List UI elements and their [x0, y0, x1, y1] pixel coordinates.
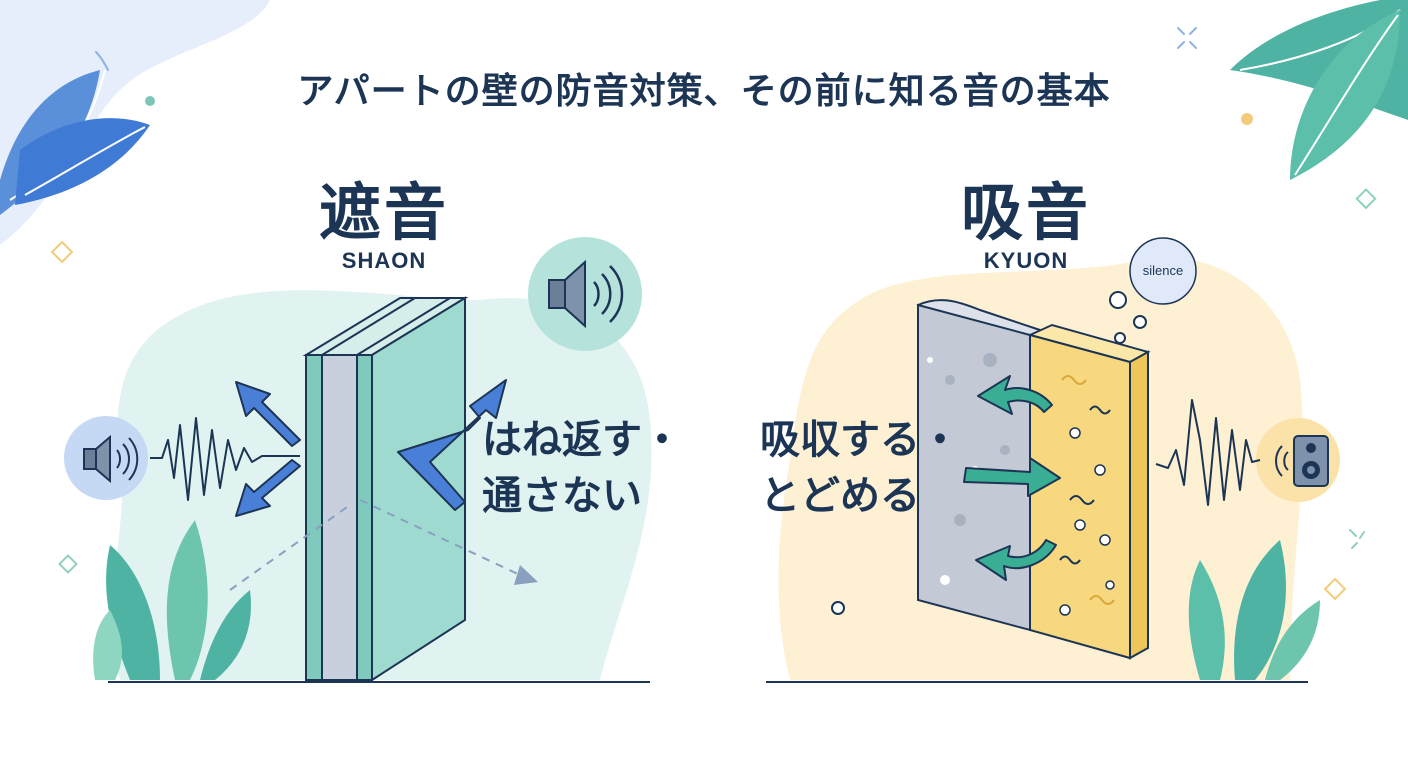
sparkle-icon	[1349, 529, 1365, 549]
absorber-sponge-layer	[1027, 323, 1151, 660]
leaf-icon	[93, 520, 251, 680]
leaf-icon	[0, 69, 150, 215]
sound-insulation-wall	[302, 296, 469, 682]
silence-bubble	[1129, 237, 1197, 305]
corner-blob-top-left	[0, 0, 270, 245]
diamond-icon	[58, 554, 78, 574]
reflect-arrow	[235, 381, 301, 517]
outgoing-sound-wave	[1155, 399, 1261, 506]
leaf-icon	[1230, 0, 1408, 180]
silence-label: silence	[1142, 263, 1184, 278]
diamond-icon	[1355, 188, 1377, 210]
caption-absorb-line1: 吸収する・	[760, 417, 960, 463]
dot-icon	[145, 96, 155, 106]
caption-reflect-line2: 通さない	[482, 473, 642, 519]
sparkle-icon	[95, 51, 109, 71]
speaker-icon	[64, 416, 148, 500]
diamond-icon	[50, 240, 74, 264]
dot-icon	[1241, 113, 1253, 125]
blocked-transmission-path	[229, 504, 351, 591]
speaker-loud-icon	[528, 237, 642, 351]
sparkle-icon	[1177, 27, 1197, 49]
heading-shaon: 遮音	[318, 176, 449, 249]
romaji-shaon: SHAON	[341, 248, 427, 273]
diamond-icon	[1323, 577, 1347, 601]
page-title: アパートの壁の防音対策、その前に知る音の基本	[297, 71, 1111, 112]
dashed-arrowhead	[514, 565, 538, 585]
leaf-icon	[1188, 540, 1320, 680]
caption-reflect-line1: はね返す・	[482, 417, 682, 463]
romaji-kyuon: KYUON	[983, 248, 1069, 273]
reflect-arrow	[397, 379, 507, 511]
bubble-decoration	[831, 291, 1147, 615]
absorb-arrow	[963, 375, 1061, 581]
incoming-sound-wave	[150, 417, 300, 501]
loudspeaker-box-icon	[1256, 418, 1340, 502]
heading-kyuon: 吸音	[960, 176, 1091, 249]
caption-absorb-line2: とどめる	[760, 473, 920, 519]
